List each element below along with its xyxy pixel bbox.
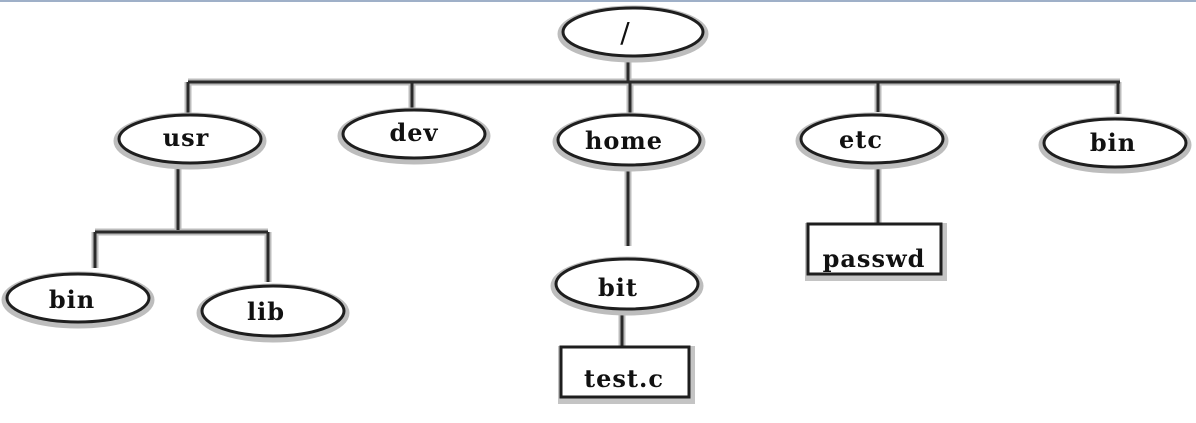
node-etc-label: etc <box>839 125 883 154</box>
node-home: home <box>552 112 706 172</box>
file-passwd: passwd <box>805 222 947 281</box>
node-etc: etc <box>795 112 949 170</box>
connector-lines <box>93 58 1120 346</box>
node-root: / <box>557 5 709 63</box>
node-bit: bit <box>550 256 704 316</box>
node-dev-label: dev <box>390 118 439 147</box>
node-usr-lib-label: lib <box>247 297 285 326</box>
file-test-c-label: test.c <box>584 364 664 393</box>
node-home-label: home <box>585 126 663 155</box>
node-root-label: / <box>620 16 630 49</box>
node-bin-root-label: bin <box>1090 128 1136 157</box>
node-usr-bin-label: bin <box>49 285 95 314</box>
node-bit-label: bit <box>598 273 638 302</box>
file-passwd-label: passwd <box>823 244 926 273</box>
window-top-border <box>0 0 1196 2</box>
node-usr-label: usr <box>163 123 210 152</box>
node-dev: dev <box>337 107 491 165</box>
file-test-c: test.c <box>558 345 695 404</box>
node-usr-lib: lib <box>196 283 350 343</box>
node-usr-bin: bin <box>1 271 155 329</box>
node-usr: usr <box>113 112 267 170</box>
node-bin-root: bin <box>1038 116 1192 174</box>
